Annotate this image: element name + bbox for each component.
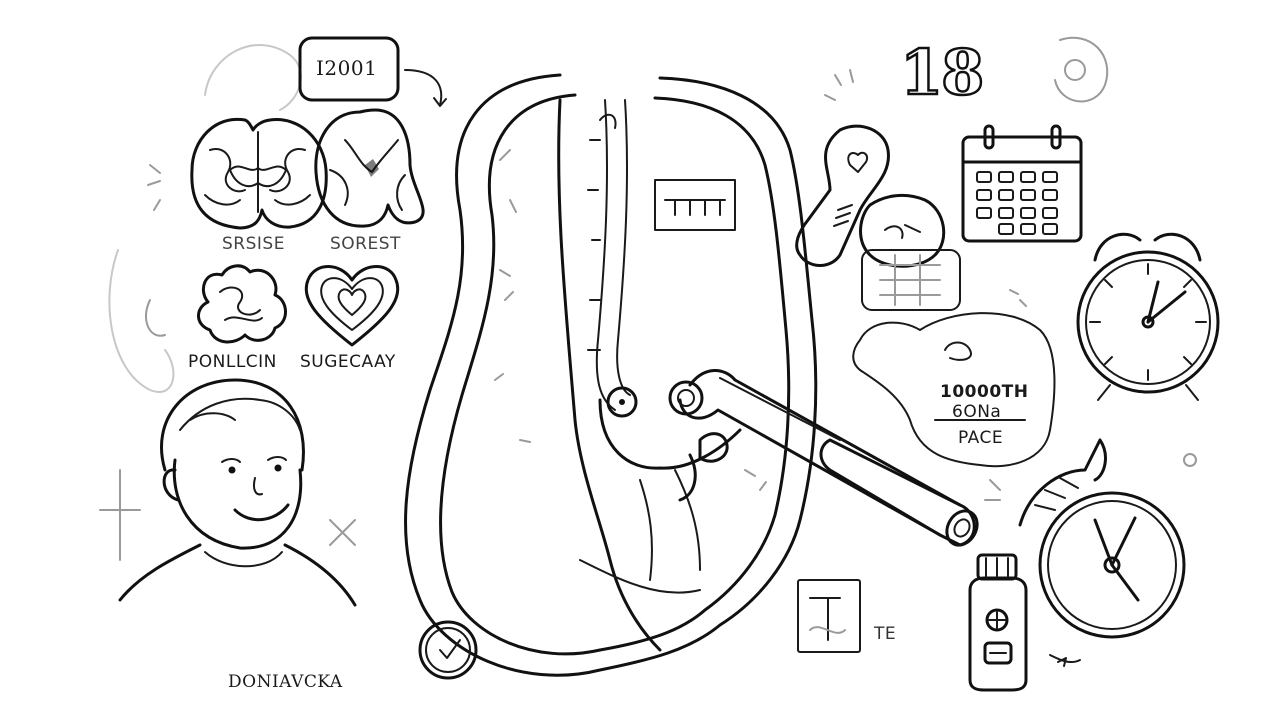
wall-clock-icon [1018, 438, 1186, 667]
calendar-icon [961, 124, 1083, 243]
organ-caption: PONLLCIN [188, 352, 277, 372]
anatomy-cross-section [404, 73, 818, 677]
brain-right-caption: SORESТ [330, 234, 401, 254]
person-portrait [118, 378, 357, 607]
blob-line-3: PACE [958, 428, 1004, 448]
heart-icon [304, 265, 400, 347]
brain-icon [190, 117, 328, 230]
organ-icon [197, 264, 287, 344]
blob-line-2: 6ONa [952, 402, 1002, 422]
medical-instrument-icon [668, 369, 979, 547]
heart-tag-icon [795, 124, 890, 267]
pill-bottle-icon [968, 553, 1028, 692]
brain-left-caption: SRSISE [222, 234, 285, 254]
info-blob [852, 312, 1056, 468]
year-label: I2001 [316, 56, 378, 80]
document-box-icon [797, 579, 861, 653]
small-clock-icon [418, 620, 478, 680]
small-box-caption: TE [874, 624, 897, 644]
device-icon [859, 193, 961, 311]
alarm-clock-icon [1076, 232, 1220, 401]
brain-icon [314, 108, 425, 228]
number-label: 18 [899, 35, 986, 111]
person-caption: DONIAVCKA [228, 672, 343, 692]
blob-line-1: 10000TH [940, 382, 1029, 402]
background-scribbles [99, 36, 1197, 561]
heart-caption: SUGECAAY [300, 352, 396, 372]
year-box [298, 36, 447, 107]
